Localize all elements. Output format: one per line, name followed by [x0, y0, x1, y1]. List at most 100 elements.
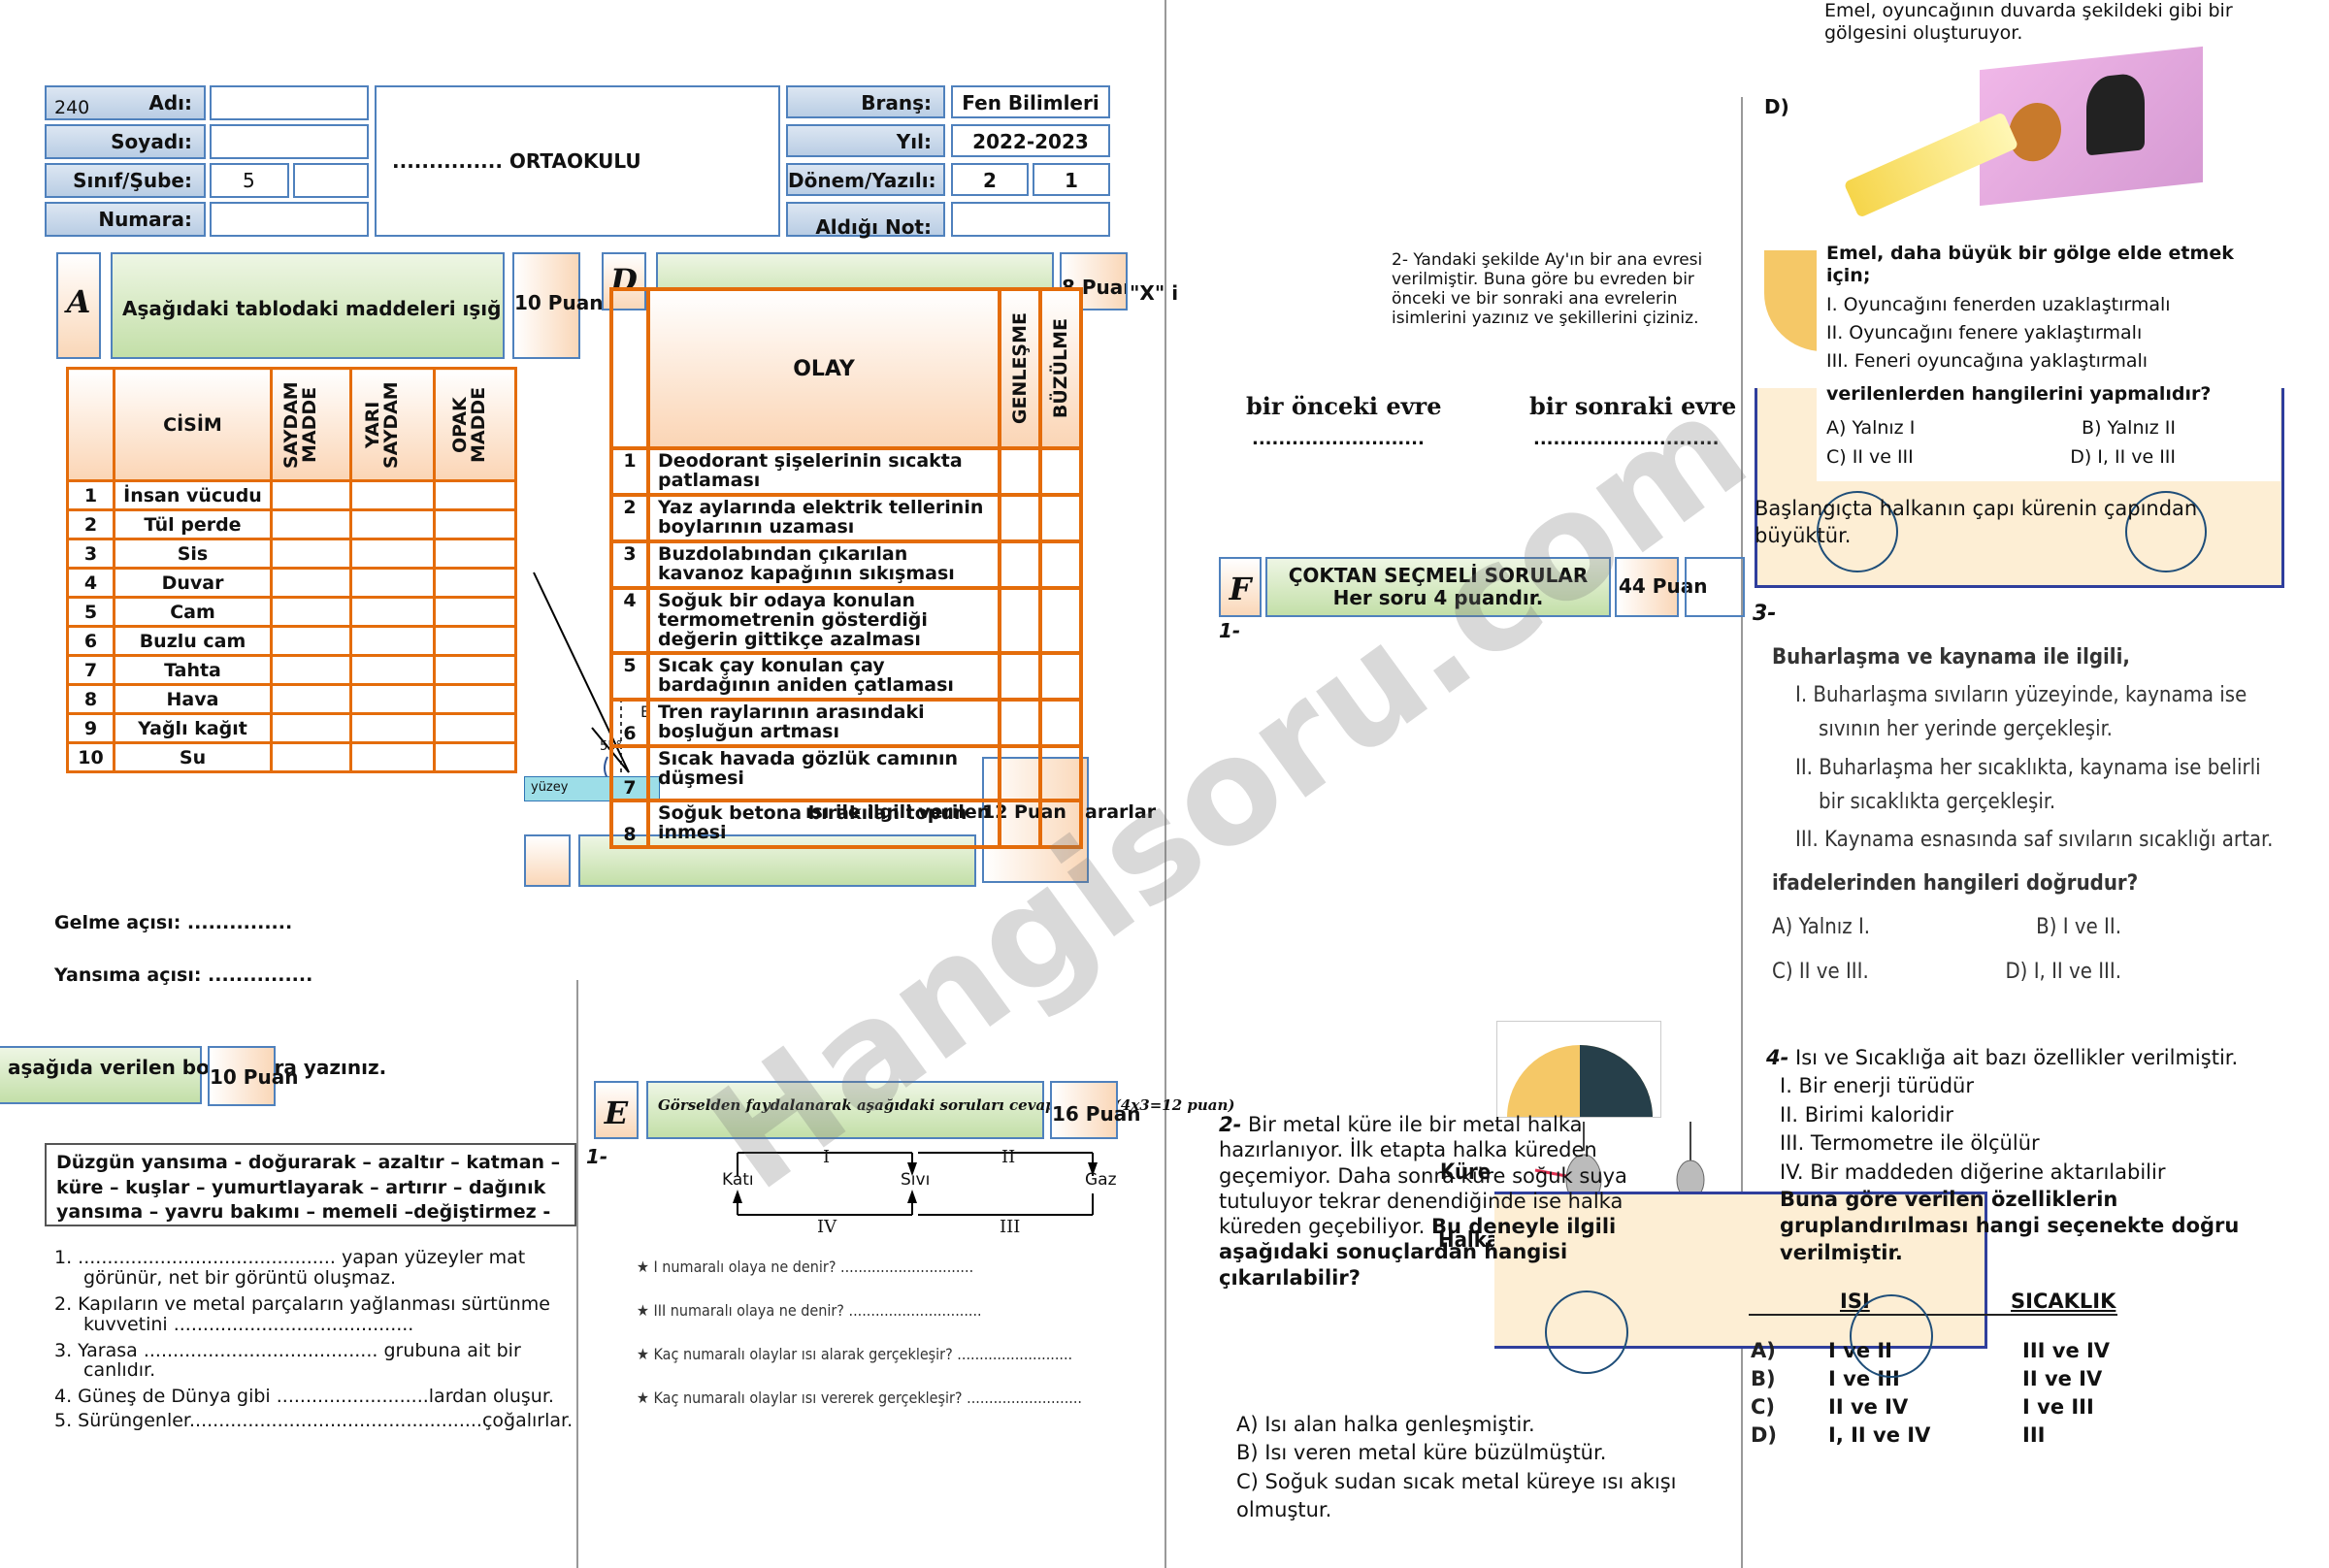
answer-cell[interactable]	[270, 567, 352, 599]
branch-value: Fen Bilimleri	[951, 85, 1110, 118]
material-name: Cam	[113, 596, 273, 628]
answer-cell[interactable]	[349, 508, 436, 540]
answer-cell[interactable]	[433, 741, 517, 773]
answer-cell[interactable]	[433, 479, 517, 511]
previous-phase-answer[interactable]: ..........................	[1252, 429, 1425, 449]
option-a[interactable]: A) Isı alan halka genleşmiştir.	[1236, 1413, 1535, 1436]
answer-cell[interactable]	[349, 741, 436, 773]
answer-cell[interactable]	[270, 508, 352, 540]
shadow-question-box	[1817, 223, 2280, 481]
option-a[interactable]: A) Yalnız I	[1826, 417, 1916, 440]
answer-cell[interactable]	[349, 567, 436, 599]
answer-cell[interactable]	[433, 654, 517, 686]
shadow-label: D)	[1764, 95, 1789, 118]
answer-cell[interactable]	[433, 596, 517, 628]
grade-label: Aldığı Not:	[815, 215, 932, 239]
answer-cell[interactable]	[998, 744, 1042, 803]
roman-iii: III	[1000, 1217, 1021, 1237]
answer-cell[interactable]	[1038, 539, 1083, 590]
row-number: 1	[609, 446, 650, 497]
event-text: Sıcak çay konulan çay bardağının aniden …	[646, 651, 1001, 702]
answer-cell[interactable]	[270, 625, 352, 657]
answer-cell[interactable]	[270, 741, 352, 773]
answer-cell[interactable]	[433, 683, 517, 715]
class-field[interactable]: 5	[210, 163, 289, 198]
answer-cell[interactable]	[270, 712, 352, 744]
state-question: Kaç numaralı olaylar ısı vererek gerçekl…	[653, 1388, 1082, 1407]
number-field[interactable]	[210, 202, 369, 237]
answer-cell[interactable]	[349, 654, 436, 686]
answer-cell[interactable]	[1038, 698, 1083, 749]
section-c-points: 10 Puan	[208, 1046, 298, 1106]
fill-blank-item: 5. Sürüngenler..........................…	[54, 1410, 574, 1432]
answer-cell[interactable]	[1038, 799, 1083, 850]
q4-ask: Buna göre verilen özelliklerin gruplandı…	[1780, 1187, 2240, 1264]
school-name: ............... ORTAOKULU	[375, 85, 780, 237]
answer-cell[interactable]	[998, 446, 1042, 497]
option-d[interactable]: D) I, II ve III	[2070, 445, 2176, 468]
option-b[interactable]: B) I ve II.	[2036, 915, 2121, 940]
answer-cell[interactable]	[349, 596, 436, 628]
year-label: Yıl:	[896, 130, 932, 153]
class-label-cell: Sınıf/Şube:	[45, 163, 206, 198]
option-c[interactable]: C) Soğuk sudan sıcak metal küreye ısı ak…	[1236, 1469, 1677, 1522]
section-a-letter: A	[56, 252, 101, 359]
section-field[interactable]	[293, 163, 369, 198]
material-name: Hava	[113, 683, 273, 715]
event-text: Yaz aylarında elektrik tellerinin boylar…	[646, 492, 1001, 543]
section-e-letter: E	[594, 1081, 639, 1139]
answer-cell[interactable]	[998, 651, 1042, 702]
answer-cell[interactable]	[270, 683, 352, 715]
option-b[interactable]: B) Isı veren metal küre büzülmüştür.	[1236, 1441, 1607, 1465]
number-label: Numara:	[98, 208, 192, 231]
shadow-item: II. Oyuncağını fenere yaklaştırmalı	[1826, 322, 2143, 344]
name-field[interactable]	[210, 85, 369, 120]
option-b[interactable]: B) Yalnız II	[2082, 417, 2176, 440]
answer-cell[interactable]	[1038, 651, 1083, 702]
answer-cell[interactable]	[1038, 446, 1083, 497]
option-a[interactable]: A) Yalnız I.	[1772, 915, 1871, 940]
option-c[interactable]: C) II ve III.	[1772, 959, 1869, 984]
answer-cell[interactable]	[1038, 744, 1083, 803]
answer-cell[interactable]	[433, 538, 517, 570]
q4-option-cell: C)	[1751, 1394, 1776, 1419]
answer-cell[interactable]	[1038, 585, 1083, 656]
answer-cell[interactable]	[433, 567, 517, 599]
event-text: Buzdolabından çıkarılan kavanoz kapağını…	[646, 539, 1001, 590]
answer-cell[interactable]	[433, 625, 517, 657]
year-label-cell: Yıl:	[786, 124, 945, 157]
answer-cell[interactable]	[433, 508, 517, 540]
option-d[interactable]: D) I, II ve III.	[2005, 959, 2121, 984]
answer-cell[interactable]	[998, 492, 1042, 543]
answer-cell[interactable]	[270, 538, 352, 570]
answer-cell[interactable]	[270, 479, 352, 511]
next-phase-answer[interactable]: ............................	[1533, 429, 1720, 449]
surname-field[interactable]	[210, 124, 369, 159]
q4-option-cell: D)	[1751, 1422, 1778, 1447]
answer-cell[interactable]	[270, 596, 352, 628]
answer-cell[interactable]	[998, 585, 1042, 656]
star-icon: ★	[637, 1258, 654, 1276]
shadow-item: I. Oyuncağını fenerden uzaklaştırmalı	[1826, 293, 2171, 315]
overlap-tail: ararlar	[1085, 801, 1157, 823]
answer-cell[interactable]	[349, 712, 436, 744]
option-c[interactable]: C) II ve III	[1826, 445, 1914, 468]
answer-cell[interactable]	[998, 698, 1042, 749]
answer-cell[interactable]	[349, 683, 436, 715]
answer-cell[interactable]	[270, 654, 352, 686]
answer-cell[interactable]	[349, 625, 436, 657]
answer-cell[interactable]	[349, 538, 436, 570]
fill-blank-item: 4. Güneş de Dünya gibi .................…	[54, 1386, 554, 1408]
answer-cell[interactable]	[349, 479, 436, 511]
answer-cell[interactable]	[1038, 492, 1083, 543]
answer-cell[interactable]	[998, 799, 1042, 850]
ball-question-text: Bir metal küre ile bir metal halka hazır…	[1219, 1113, 1627, 1238]
grade-field[interactable]	[951, 202, 1110, 237]
answer-cell[interactable]	[433, 712, 517, 744]
answer-cell[interactable]	[998, 539, 1042, 590]
